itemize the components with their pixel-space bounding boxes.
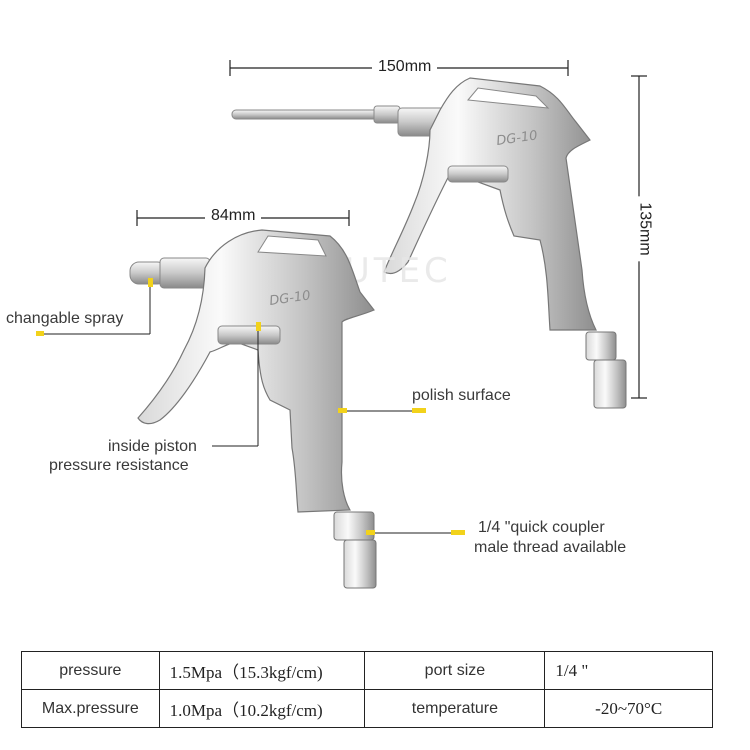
model-marking: DG-10 — [495, 128, 538, 149]
spec-label: port size — [364, 651, 546, 690]
marker — [451, 530, 465, 535]
coupler-plug — [343, 539, 377, 589]
spec-label: Max.pressure — [21, 689, 160, 728]
callout-leaders — [40, 278, 460, 534]
dimension-width-bottom: 84mm — [205, 207, 262, 225]
callout-piston-line2: pressure resistance — [49, 457, 189, 474]
callout-surface: polish surface — [412, 387, 511, 404]
spec-label: pressure — [21, 651, 160, 690]
marker — [256, 322, 261, 331]
table-row: pressure 1.5Mpa（15.3kgf/cm) port size 1/… — [21, 651, 713, 690]
callout-piston-line1: inside piston — [108, 438, 197, 455]
table-row: Max.pressure 1.0Mpa（10.2kgf/cm) temperat… — [21, 689, 713, 728]
spec-value: 1.5Mpa（15.3kgf/cm) — [158, 651, 366, 690]
nozzle-nut — [373, 105, 401, 124]
marker — [36, 331, 44, 336]
air-gun-short-nozzle: DG-10 — [129, 229, 377, 589]
coupler-plug — [593, 359, 627, 409]
callout-coupler-line2: male thread available — [474, 539, 627, 556]
marker — [412, 408, 426, 413]
piston-rod — [217, 325, 281, 345]
spec-value: -20~70°C — [544, 689, 713, 728]
product-illustration: DG-10 NEUTEC DG-10 — [36, 60, 647, 589]
model-marking: DG-10 — [268, 288, 311, 309]
air-gun-long-nozzle: DG-10 — [231, 77, 627, 409]
gun-body — [137, 229, 375, 513]
spec-value: 1.0Mpa（10.2kgf/cm) — [158, 689, 366, 728]
gun-body — [383, 77, 597, 331]
marker — [366, 530, 375, 535]
marker — [148, 278, 153, 287]
coupler-thread — [585, 331, 617, 361]
handle-window — [257, 235, 327, 257]
dimension-width-top: 150mm — [372, 58, 438, 76]
callout-markers — [36, 278, 465, 535]
piston-rod — [447, 165, 509, 183]
spec-label: temperature — [364, 689, 546, 728]
spec-table: pressure 1.5Mpa（15.3kgf/cm) port size 1/… — [21, 651, 713, 728]
barrel — [159, 257, 211, 289]
long-nozzle-tube — [231, 109, 381, 120]
callout-spray: changable spray — [6, 310, 124, 327]
coupler-thread — [333, 511, 375, 541]
handle-window — [467, 87, 550, 109]
dimension-height: 135mm — [635, 196, 654, 262]
callout-coupler-line1: 1/4 "quick coupler — [478, 519, 605, 536]
spec-value: 1/4 " — [544, 651, 713, 690]
marker — [338, 408, 347, 413]
